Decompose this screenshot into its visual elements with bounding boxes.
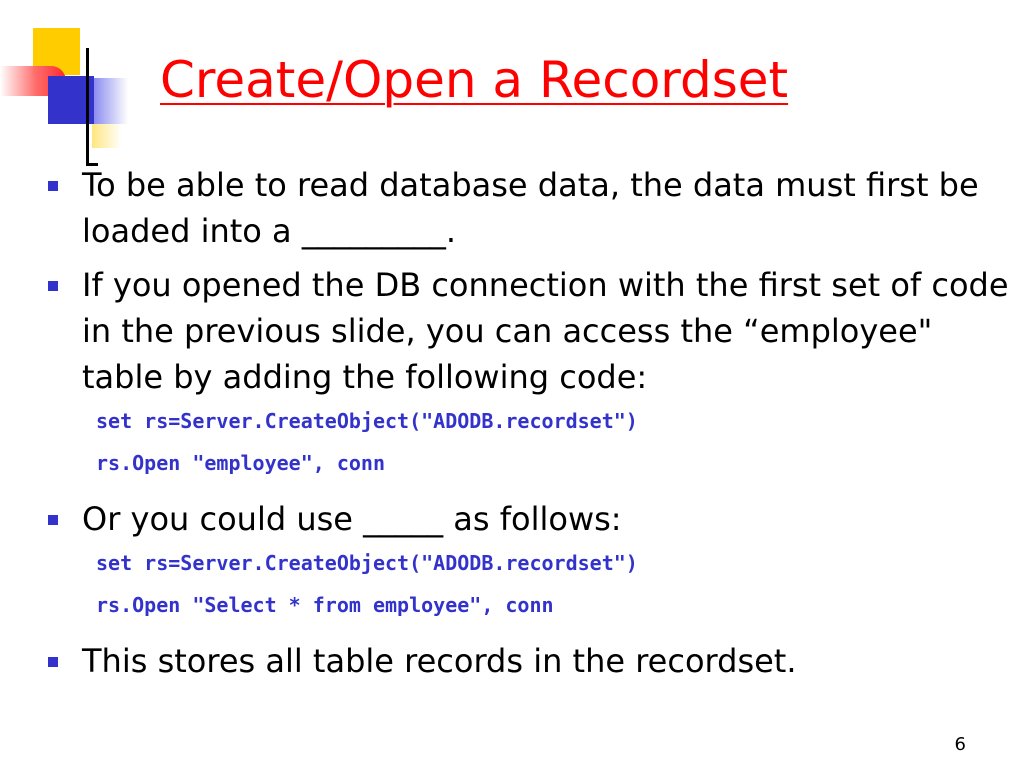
bullet-item: This stores all table records in the rec… bbox=[48, 638, 1018, 684]
slide-title: Create/Open a Recordset bbox=[160, 51, 789, 109]
bullet-square-icon bbox=[48, 657, 58, 667]
bullet-item: Or you could use _____ as follows: bbox=[48, 496, 1018, 542]
bullet-text: Or you could use _____ as follows: bbox=[82, 500, 622, 538]
bullet-square-icon bbox=[48, 515, 58, 525]
bullet-text: To be able to read database data, the da… bbox=[82, 166, 979, 250]
bullet-text: This stores all table records in the rec… bbox=[82, 642, 797, 680]
bullet-square-icon bbox=[48, 281, 58, 291]
code-line: rs.Open "employee", conn bbox=[96, 451, 385, 475]
logo-vertical-line bbox=[86, 48, 89, 166]
code-block: set rs=Server.CreateObject("ADODB.record… bbox=[48, 542, 1018, 626]
logo-yellow-fade bbox=[92, 124, 122, 148]
logo-horizontal-line bbox=[86, 163, 98, 166]
bullet-square-icon bbox=[48, 181, 58, 191]
bullet-item: If you opened the DB connection with the… bbox=[48, 262, 1018, 400]
bullet-text: If you opened the DB connection with the… bbox=[82, 266, 1009, 396]
code-block: set rs=Server.CreateObject("ADODB.record… bbox=[48, 400, 1018, 484]
code-line: rs.Open "Select * from employee", conn bbox=[96, 593, 554, 617]
logo-blue-glow bbox=[94, 78, 128, 124]
slide-logo-decoration bbox=[0, 0, 140, 180]
code-line: set rs=Server.CreateObject("ADODB.record… bbox=[96, 551, 638, 575]
code-line: set rs=Server.CreateObject("ADODB.record… bbox=[96, 409, 638, 433]
slide-content: To be able to read database data, the da… bbox=[48, 162, 1018, 692]
bullet-item: To be able to read database data, the da… bbox=[48, 162, 1018, 254]
page-number: 6 bbox=[954, 734, 966, 755]
